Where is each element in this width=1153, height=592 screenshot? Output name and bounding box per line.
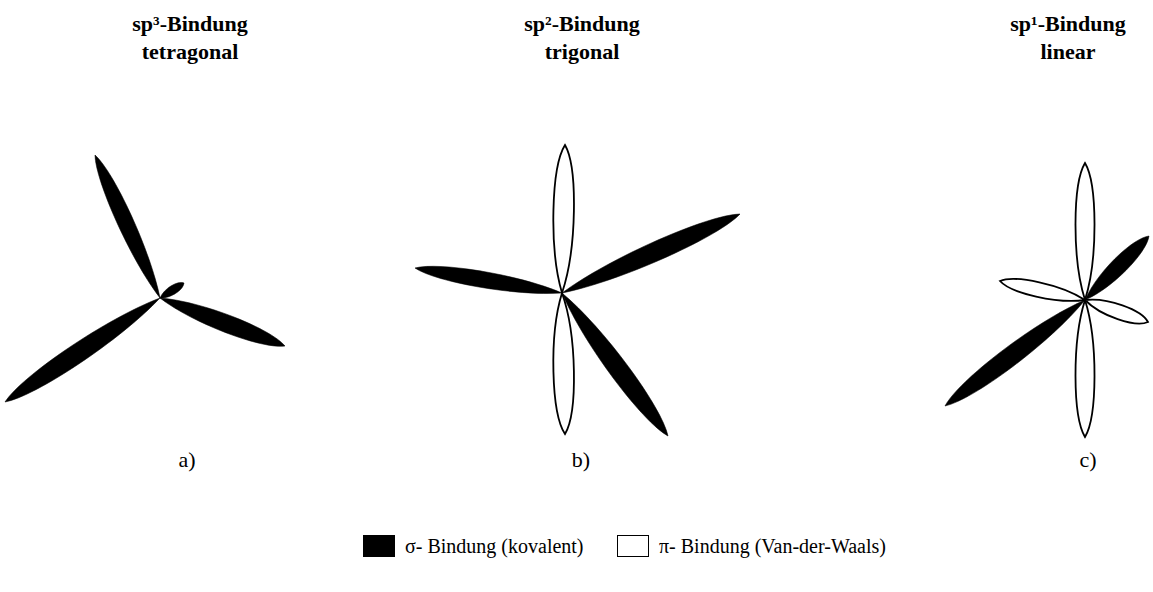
pi-lobe — [1083, 293, 1151, 329]
pi-lobe — [1075, 300, 1094, 437]
pi-lobe — [552, 293, 575, 434]
sigma-lobe — [0, 290, 165, 410]
legend-text: σ- Bindung (kovalent) — [405, 534, 584, 558]
panel-label: b) — [551, 447, 611, 473]
pi-lobe — [552, 145, 575, 293]
pi-lobe — [998, 274, 1086, 307]
sigma-lobe — [558, 205, 744, 301]
pi-lobe — [1075, 163, 1094, 300]
bond-heading: sp²-Bindung trigonal — [502, 10, 662, 66]
legend-swatch — [617, 535, 649, 557]
sigma-lobe — [158, 279, 187, 301]
sigma-lobe — [157, 290, 288, 354]
panel-label: a) — [157, 447, 217, 473]
legend-text: π- Bindung (Van-der-Waals) — [659, 534, 886, 558]
sigma-lobe — [414, 260, 564, 301]
sigma-lobe — [939, 292, 1090, 413]
bond-heading: sp¹-Bindung linear — [988, 10, 1148, 66]
sigma-lobe — [88, 152, 168, 302]
panel-label: c) — [1058, 447, 1118, 473]
bond-heading: sp³-Bindung tetragonal — [110, 10, 270, 66]
legend-swatch — [363, 535, 395, 557]
